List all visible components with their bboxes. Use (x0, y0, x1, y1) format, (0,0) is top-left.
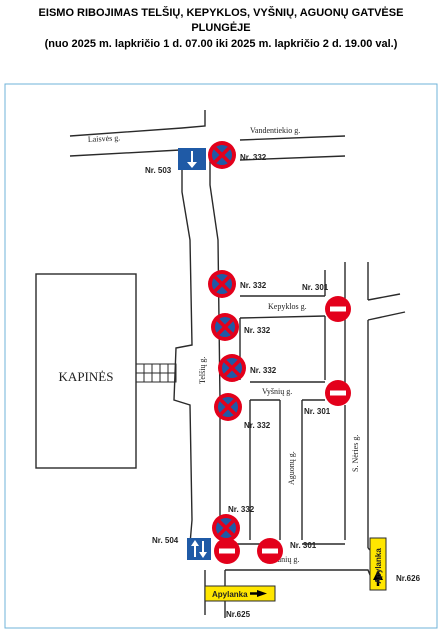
cemetery-path (135, 363, 177, 383)
no-stopping-icon (206, 139, 238, 171)
sign-503-label: Nr. 503 (145, 166, 172, 175)
detour-sign-626-icon (369, 537, 387, 591)
map-frame (4, 83, 438, 629)
no-entry-icon (325, 380, 351, 406)
sign-332-label-4: Nr. 332 (250, 366, 277, 375)
detour-626-text: Apylanka (374, 548, 383, 584)
sign-625-label: Nr.625 (226, 610, 251, 619)
no-stopping-icon (216, 352, 248, 384)
street-vandentiekio: Vandentiekio g. (250, 126, 300, 135)
sign-332-label-1: Nr. 332 (240, 153, 267, 162)
sign-332-label-5: Nr. 332 (244, 421, 271, 430)
no-stopping-icon (210, 512, 242, 544)
no-entry-icon (325, 296, 351, 322)
sign-301-label-1: Nr. 301 (302, 283, 329, 292)
street-kepyklos: Kepyklos g. (268, 302, 307, 311)
sign-332-label-2: Nr. 332 (240, 281, 267, 290)
sign-332-label-3: Nr. 332 (244, 326, 271, 335)
sign-503-icon (178, 148, 206, 170)
no-entry-icon (257, 538, 283, 564)
detour-sign-625-icon (204, 585, 276, 602)
street-vysniu: Vyšnių g. (262, 387, 292, 396)
street-aguonu: Aguonų g. (287, 451, 296, 485)
no-stopping-icon (212, 391, 244, 423)
street-neries: S. Nėries g. (351, 435, 360, 472)
no-entry-icon (214, 538, 240, 564)
sign-301-label-2: Nr. 301 (304, 407, 331, 416)
street-laisves: Laisvės g. (88, 133, 121, 144)
cemetery-label: KAPINĖS (59, 369, 114, 384)
detour-625-text: Apylanka (212, 590, 248, 599)
sign-301-label-3: Nr. 301 (290, 541, 317, 550)
street-ramuniu: Ramunių g. (262, 555, 299, 564)
sign-504-label: Nr. 504 (152, 536, 179, 545)
map-title-line-2: PLUNGĖJE (191, 22, 251, 34)
sign-332-label-6: Nr. 332 (228, 505, 255, 514)
no-stopping-icon (209, 311, 241, 343)
sign-504-icon (187, 538, 211, 560)
map-title-line-3: (nuo 2025 m. lapkričio 1 d. 07.00 iki 20… (44, 38, 398, 50)
street-telsiu: Telšių g. (198, 357, 207, 384)
map-title-line-1: EISMO RIBOJIMAS TELŠIŲ, KEPYKLOS, VYŠNIŲ… (38, 7, 404, 19)
no-stopping-icon (206, 268, 238, 300)
sign-626-label: Nr.626 (396, 574, 421, 583)
